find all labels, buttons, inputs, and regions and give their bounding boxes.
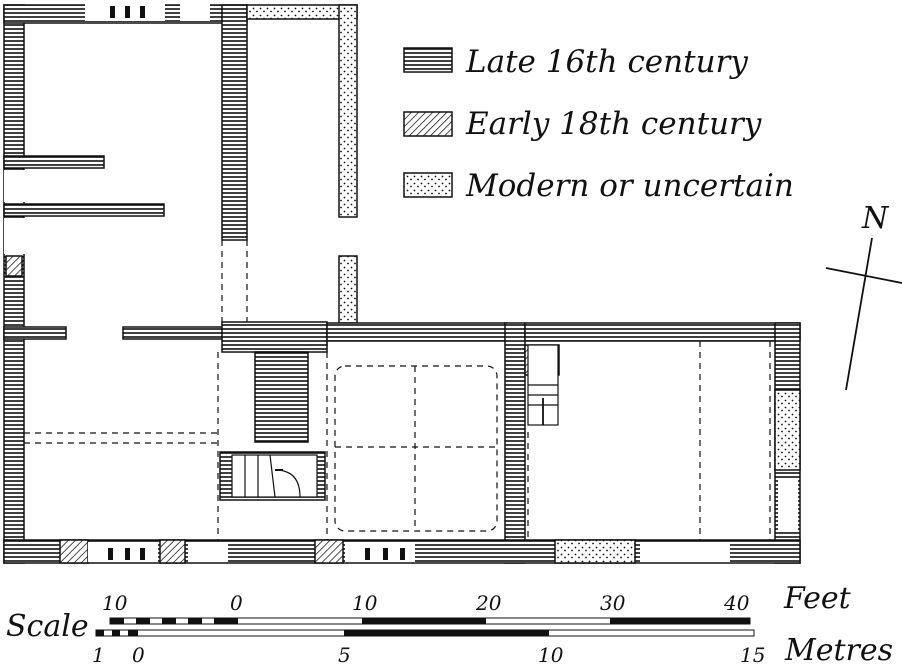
east-room-north-wall [524, 322, 801, 342]
metres-tick-label: 1 [92, 643, 105, 664]
legend-swatch-horizontal-hatch [403, 47, 453, 73]
feet-tick-label: 40 [723, 591, 750, 615]
metres-tick-label: 15 [740, 643, 765, 664]
feet-unit-label: Feet [783, 581, 852, 616]
metres-unit-label: Metres [784, 633, 893, 664]
window-mullions [108, 6, 405, 560]
legend-swatch-diagonal-hatch [403, 111, 453, 137]
metres-tick-label: 10 [538, 643, 564, 664]
legend-label: Early 18th century [465, 106, 762, 142]
central-east-wall [504, 322, 526, 564]
legend-item-late-16th: Late 16th century [403, 44, 748, 80]
north-arrow: N [825, 201, 902, 391]
staircase [231, 344, 559, 498]
feet-tick-label: 30 [600, 591, 626, 615]
plan-openings [4, 4, 798, 562]
cross-wall-upper-left [3, 155, 105, 169]
feet-tick-label: 10 [102, 591, 128, 615]
cross-wall-south-left [3, 326, 67, 340]
chimney-stack-upper [221, 321, 328, 353]
patch-18th-e [5, 255, 23, 277]
partition-wall [221, 4, 248, 241]
east-wall-modern-section [774, 389, 801, 471]
metres-tick-label: 0 [132, 643, 145, 664]
south-wall-modern-section [554, 539, 636, 564]
legend-swatch-stipple [403, 172, 453, 198]
north-wing-east-wall-upper [338, 4, 358, 218]
patch-18th-b [159, 539, 186, 564]
cross-wall-south-right [122, 326, 224, 340]
feet-tick-label: 20 [475, 591, 502, 615]
legend-label: Late 16th century [465, 44, 748, 80]
north-label: N [861, 201, 890, 236]
chimney-stack-lower [254, 351, 309, 443]
patch-18th-c [314, 539, 344, 564]
legend-item-modern: Modern or uncertain [403, 168, 794, 204]
plan-walls [3, 4, 801, 564]
west-wall [3, 4, 25, 564]
north-arrow-shaft [845, 237, 873, 391]
legend-label: Modern or uncertain [465, 168, 794, 204]
patch-18th-a [59, 539, 89, 564]
north-wing-east-wall-lower [338, 255, 358, 324]
north-arrow-crossbar [825, 267, 902, 284]
scale-bar: Scale 10 0 10 20 30 40 Feet 1 0 [6, 581, 893, 664]
dashed-structure-lines [24, 240, 771, 540]
feet-tick-label: 10 [352, 591, 378, 615]
legend: Late 16th century Early 18th century Mod… [403, 44, 794, 204]
cross-wall-mid-left [3, 203, 165, 217]
feet-tick-label: 0 [230, 591, 243, 615]
metres-scale: 1 0 5 10 15 Metres [92, 629, 893, 664]
scale-label: Scale [6, 609, 89, 644]
metres-tick-label: 5 [338, 643, 351, 664]
legend-item-early-18th: Early 18th century [403, 106, 762, 142]
feet-scale: 10 0 10 20 30 40 Feet [102, 581, 852, 625]
central-north-wall [326, 322, 508, 342]
